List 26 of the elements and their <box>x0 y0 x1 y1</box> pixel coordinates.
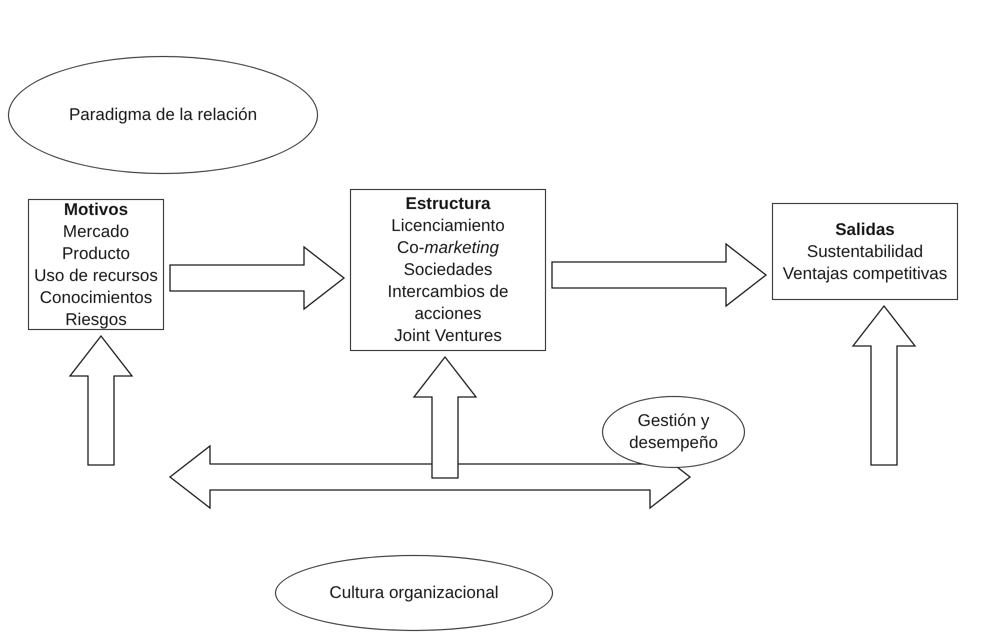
block-arrow <box>68 334 134 466</box>
box-text: Mercado <box>62 220 130 242</box>
box-text: Ventajas competitivas <box>782 262 948 284</box>
box-text: Intercambios de acciones <box>386 281 510 325</box>
box-text: Licenciamiento <box>391 215 505 237</box>
box-text: Riesgos <box>65 308 127 330</box>
process-box <box>772 203 958 300</box>
box-text: Uso de recursos <box>34 264 158 286</box>
block-arrow <box>412 356 478 479</box>
box-text: Conocimientos <box>40 286 152 308</box>
box-text: Co-marketing <box>396 237 500 259</box>
process-box <box>350 189 546 351</box>
box-heading: Estructura <box>405 193 491 215</box>
box-heading: Salidas <box>835 218 895 240</box>
block-arrow <box>169 246 346 310</box>
box-text: Paradigma de la relación <box>68 104 258 126</box>
box-text: Joint Ventures <box>394 325 502 347</box>
box-heading: Motivos <box>64 198 128 220</box>
process-box <box>28 199 164 330</box>
box-text: Cultura organizacional <box>329 582 499 604</box>
box-text: Sociedades <box>404 259 492 281</box>
block-arrow <box>852 304 916 466</box>
block-arrow <box>551 242 768 308</box>
box-text: Gestión y desempeño <box>628 410 719 454</box>
box-text: Producto <box>62 242 130 264</box>
box-text: Sustentabilidad <box>806 240 924 262</box>
